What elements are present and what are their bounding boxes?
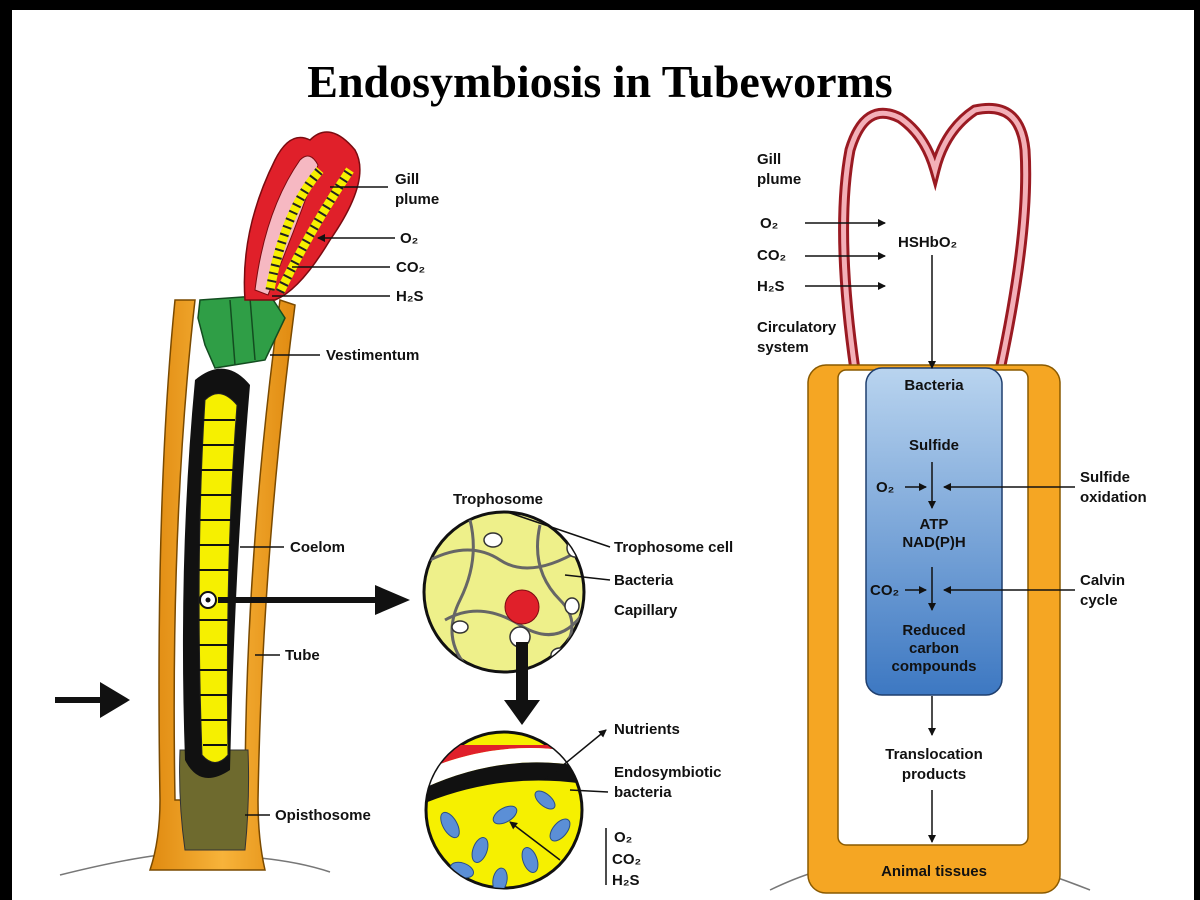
label-sulfide-oxidation-2: oxidation <box>1080 488 1147 507</box>
trophosome-detail <box>420 512 610 893</box>
label-calvin-1: Calvin <box>1080 571 1125 590</box>
label-capillary: Capillary <box>614 601 677 620</box>
label-sulfide: Sulfide <box>866 436 1002 455</box>
label-bacteria-troph: Bacteria <box>614 571 673 590</box>
label-coelom: Coelom <box>290 538 345 557</box>
label-nadph: NAD(P)H <box>866 533 1002 552</box>
side-arrow <box>55 682 130 718</box>
label-reduced-2: carbon <box>866 639 1002 658</box>
label-gill-plume-left-1: Gill <box>395 170 419 189</box>
label-co2-left: CO₂ <box>396 258 425 277</box>
label-translocation-2: products <box>846 765 1022 784</box>
label-circulatory-2: system <box>757 338 809 357</box>
page-title: Endosymbiosis in Tubeworms <box>0 55 1200 108</box>
label-co2-inner: CO₂ <box>870 581 899 600</box>
label-bacteria-box-title: Bacteria <box>866 376 1002 395</box>
label-sulfide-oxidation-1: Sulfide <box>1080 468 1130 487</box>
label-nutrients: Nutrients <box>614 720 680 739</box>
label-tube: Tube <box>285 646 320 665</box>
to-trophosome-arrow <box>218 585 410 615</box>
label-o2-inner: O₂ <box>876 478 894 497</box>
label-o2-right: O₂ <box>760 214 778 233</box>
label-translocation-1: Translocation <box>846 745 1022 764</box>
label-co2-right: CO₂ <box>757 246 786 265</box>
label-hshbo2: HSHbO₂ <box>898 233 957 252</box>
label-calvin-2: cycle <box>1080 591 1118 610</box>
vestimentum-shape <box>198 295 285 368</box>
label-endosymbiotic-1: Endosymbiotic <box>614 763 722 782</box>
label-vestimentum: Vestimentum <box>326 346 419 365</box>
label-trophosome-cell: Trophosome cell <box>614 538 733 557</box>
label-endosymbiotic-2: bacteria <box>614 783 672 802</box>
label-trophosome: Trophosome <box>453 490 543 509</box>
label-reduced-3: compounds <box>866 657 1002 676</box>
label-h2s-right: H₂S <box>757 277 785 296</box>
label-opisthosome: Opisthosome <box>275 806 371 825</box>
label-h2s-troph: H₂S <box>612 871 640 890</box>
label-circulatory-1: Circulatory <box>757 318 836 337</box>
label-atp: ATP <box>866 515 1002 534</box>
label-co2-troph: CO₂ <box>612 850 641 869</box>
label-h2s-left: H₂S <box>396 287 424 306</box>
label-o2-left: O₂ <box>400 229 418 248</box>
capillary-blob <box>505 590 539 624</box>
left-tubeworm <box>55 132 410 875</box>
label-gill-plume-left-2: plume <box>395 190 439 209</box>
label-animal-tissues: Animal tissues <box>808 862 1060 881</box>
label-gill-plume-right-2: plume <box>757 170 801 189</box>
label-o2-troph: O₂ <box>614 828 632 847</box>
label-reduced-1: Reduced <box>866 621 1002 640</box>
label-gill-plume-right-1: Gill <box>757 150 781 169</box>
